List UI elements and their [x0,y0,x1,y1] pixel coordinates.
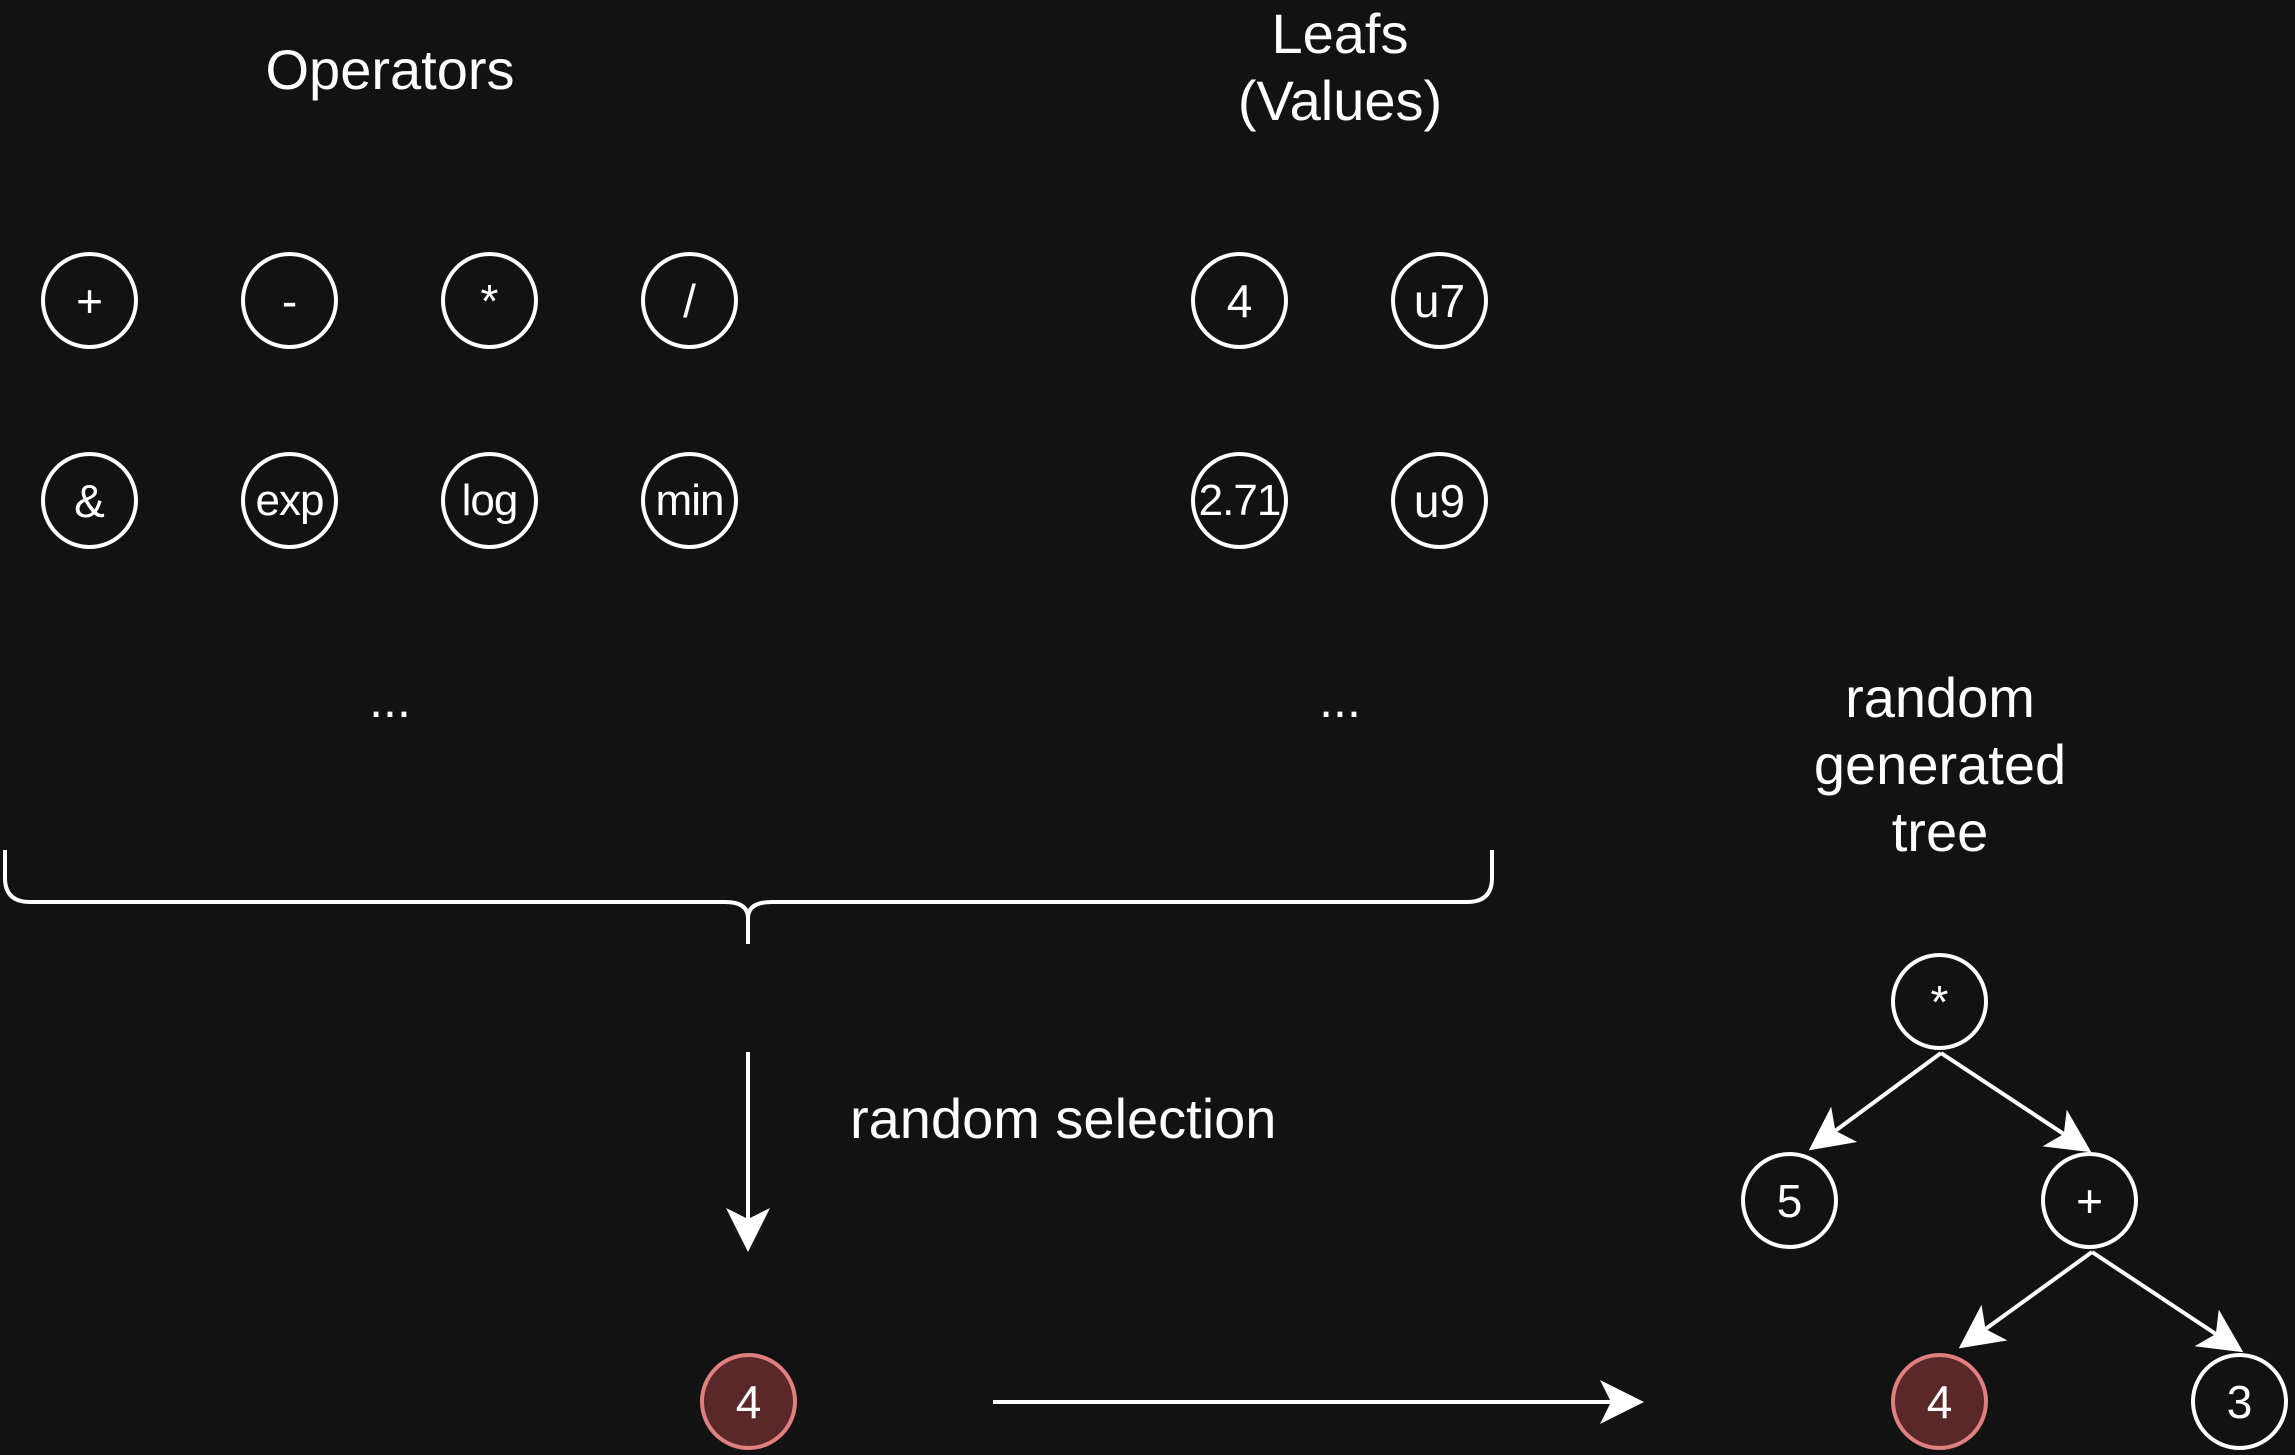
tree-plus-node: + [2041,1152,2138,1249]
selection-label: random selection [850,1087,1277,1150]
operator-node-exp: exp [241,452,338,549]
operator-node-min: min [641,452,738,549]
tree-root-node: * [1891,953,1988,1050]
tree-inserted-leaf-node: 4 [1891,1353,1988,1450]
leaf-node-u9: u9 [1391,452,1488,549]
leafs-heading: Leafs (Values) [1180,0,1500,134]
tree-heading: random generated tree [1780,664,2100,866]
leaf-node-u7: u7 [1391,252,1488,349]
tree-edge-plus-left [1958,1250,2094,1349]
operator-node-and: & [41,452,138,549]
operator-node-plus: + [41,252,138,349]
leafs-heading-line1: Leafs [1271,2,1409,65]
leaf-node-4: 4 [1191,252,1288,349]
leaf-node-2-71: 2.71 [1191,452,1288,549]
tree-heading-line2: generated [1813,733,2067,797]
tree-edge-plus-right [2090,1250,2244,1353]
operator-node-multiply: * [441,252,538,349]
tree-left-node: 5 [1741,1152,1838,1249]
operator-node-log: log [441,452,538,549]
operator-node-divide: / [641,252,738,349]
leafs-ellipsis: ... [1319,672,1361,728]
tree-heading-line3: tree [1891,800,1989,864]
leafs-heading-line2: (Values) [1237,69,1443,133]
tree-edge-root-right [1939,1051,2092,1153]
selected-leaf-node: 4 [700,1353,797,1450]
operators-heading: Operators [265,38,515,101]
grouping-brace [2,850,1494,944]
operator-node-minus: - [241,252,338,349]
tree-edge-root-left [1808,1051,1943,1151]
operators-ellipsis: ... [369,672,411,728]
tree-right-leaf-node: 3 [2191,1353,2288,1450]
tree-heading-line1: random [1845,666,2035,729]
